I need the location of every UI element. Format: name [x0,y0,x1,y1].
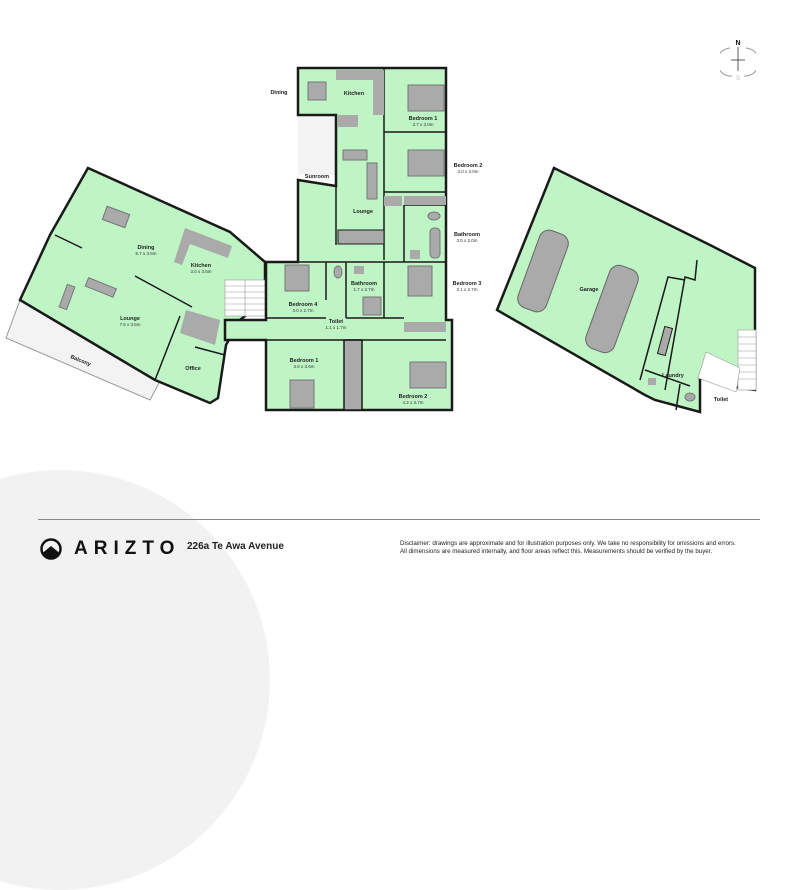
room-label-dining-2: Dining [270,90,287,96]
right-wing: Garage Laundry Toilet [495,166,757,414]
svg-text:3.0 x 2.0m: 3.0 x 2.0m [456,238,477,243]
room-label-bathroom-upper: Bathroom [454,232,480,238]
footer-background-circle [0,470,270,890]
room-label-bathroom-lower: Bathroom [351,281,377,287]
room-label-bedroom-1-upper: Bedroom 1 [409,116,438,122]
room-label-kitchen-2: Kitchen [344,91,365,97]
svg-text:3.0 x 2.7m: 3.0 x 2.7m [292,308,313,313]
left-wing: Dining 5.7 x 3.6m Kitchen 3.0 x 3.6m Lou… [5,166,267,405]
svg-text:1.7 x 2.7m: 1.7 x 2.7m [353,287,374,292]
disclaimer: Disclaimer: drawings are approximate and… [400,540,780,556]
room-label-bedroom-1-lower: Bedroom 1 [290,358,319,364]
svg-text:1.1 x 1.7m: 1.1 x 1.7m [325,325,346,330]
disclaimer-line-1: Disclaimer: drawings are approximate and… [400,540,736,547]
room-label-bedroom-2-upper: Bedroom 2 [454,163,483,169]
floor-plan: Dining 5.7 x 3.6m Kitchen 3.0 x 3.6m Lou… [5,66,757,414]
car-icon [585,264,639,354]
brand: ARIZTO [40,538,180,560]
brand-name: ARIZTO [74,538,181,559]
room-label-sunroom: Sunroom [305,174,329,180]
svg-text:3.1 x 2.7m: 3.1 x 2.7m [456,287,477,292]
north-compass-icon: N S [720,40,756,82]
svg-text:3.6 x 3.6m: 3.6 x 3.6m [293,364,314,369]
compass-north-label: N [735,40,740,47]
property-address: 226a Te Awa Avenue [187,541,284,552]
disclaimer-line-2: All dimensions are measured internally, … [400,548,713,555]
room-label-bedroom-2-lower: Bedroom 2 [399,394,428,400]
room-label-dining: Dining [137,245,154,251]
room-label-garage: Garage [580,287,599,293]
room-label-bedroom-4: Bedroom 4 [289,302,319,308]
room-label-toilet-garage: Toilet [714,397,728,403]
svg-text:3.0 x 3.0m: 3.0 x 3.0m [457,169,478,174]
room-label-bedroom-3: Bedroom 3 [453,281,482,287]
svg-text:3.0 x 3.6m: 3.0 x 3.6m [190,269,211,274]
room-label-office: Office [185,366,201,372]
compass-south-label: S [736,76,740,82]
svg-text:4.2 x 3.7m: 4.2 x 3.7m [402,400,423,405]
room-label-lounge-2: Lounge [353,209,373,215]
mountain-circle-icon [40,538,62,560]
room-label-toilet: Toilet [329,319,343,325]
room-label-lounge: Lounge [120,316,140,322]
room-label-kitchen: Kitchen [191,263,212,269]
svg-text:7.6 x 3.6m: 7.6 x 3.6m [119,322,140,327]
center-wing: Dining Kitchen Bedroom 1 3.7 x 3.0m Bedr… [223,66,483,412]
car-icon [517,229,569,313]
left-wing-outline [18,166,267,405]
room-label-laundry: Laundry [662,373,685,379]
footer-divider [38,519,760,520]
svg-text:5.7 x 3.6m: 5.7 x 3.6m [135,251,156,256]
svg-text:3.7 x 3.0m: 3.7 x 3.0m [412,122,433,127]
